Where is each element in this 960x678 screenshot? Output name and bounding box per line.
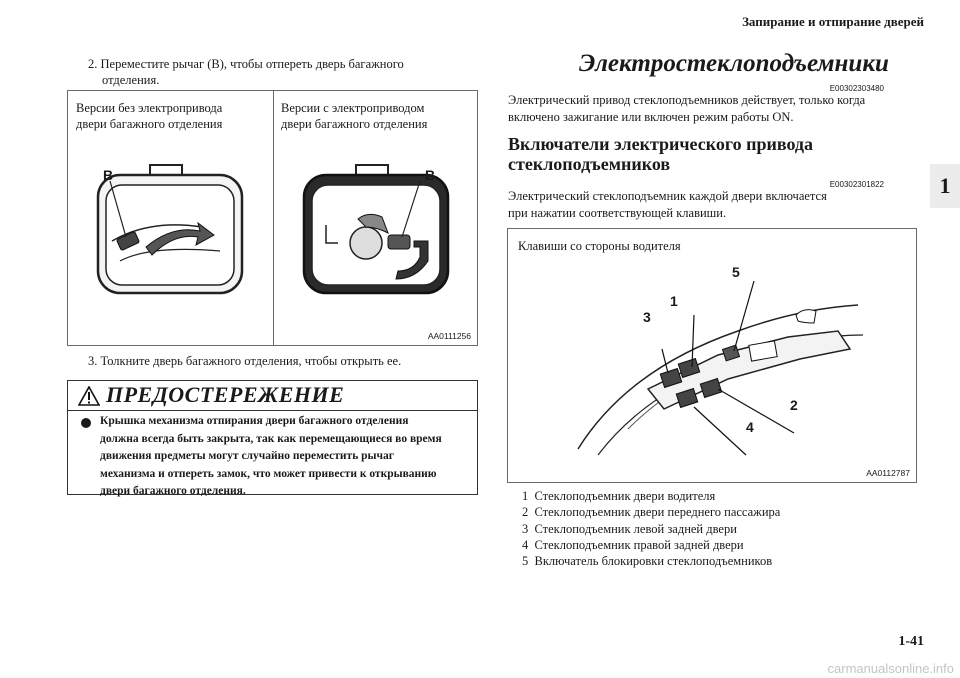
section-code-2: E00302301822 — [829, 180, 884, 189]
figure-window-switches: Клавиши со стороны водителя 5 1 3 2 4 AA… — [507, 228, 917, 483]
step-3-number: 3. — [88, 354, 98, 368]
legend-item: 4 Стеклоподъемник правой задней двери — [522, 537, 744, 552]
label-with-power-door: Версии с электроприводом двери багажного… — [281, 101, 428, 131]
warning-box: ПРЕДОСТЕРЕЖЕНИЕ Крышка механизма отпиран… — [67, 380, 478, 497]
switch-description: Электрический стеклоподъемник каждой две… — [508, 189, 827, 220]
section-header-title: Запирание и отпирание дверей — [742, 14, 924, 29]
page-number: 1-41 — [898, 634, 924, 649]
intro-paragraph: Электрический привод стеклоподъемников д… — [508, 93, 866, 124]
label-without-power-door: Версии без электропривода двери багажног… — [76, 101, 223, 131]
legend-item: 2 Стеклоподъемник двери переднего пассаж… — [522, 505, 781, 520]
step-3-text: Толкните дверь багажного отделения, чтоб… — [100, 354, 402, 368]
figure-caption-driver-side: Клавиши со стороны водителя — [518, 239, 681, 253]
callout-2: 2 — [790, 397, 798, 413]
figure-tailgate-lever: Версии без электропривода двери багажног… — [67, 90, 478, 346]
warning-triangle-icon — [78, 386, 100, 406]
callout-3: 3 — [643, 309, 651, 325]
section-title: Электростеклоподъемники — [579, 50, 889, 77]
subsection-title: Включатели электрического привода стекло… — [508, 134, 814, 174]
step-2-line2: отделения. — [102, 73, 160, 87]
switch-legend-list: 1 Стеклоподъемник двери водителя 2 Стекл… — [522, 488, 780, 569]
watermark[interactable]: carmanualsonline.info — [827, 661, 954, 676]
warning-bullet — [81, 418, 91, 428]
warning-title: ПРЕДОСТЕРЕЖЕНИЕ — [106, 382, 345, 407]
label-b-right: B — [425, 167, 436, 183]
warning-divider — [68, 410, 477, 411]
chapter-tab[interactable]: 1 — [930, 164, 960, 208]
legend-item: 1 Стеклоподъемник двери водителя — [522, 489, 716, 503]
legend-item: 3 Стеклоподъемник левой задней двери — [522, 521, 737, 536]
window-switch-panel-illustration — [577, 280, 864, 456]
warning-text: Крышка механизма отпирания двери багажно… — [100, 415, 442, 497]
callout-1: 1 — [670, 293, 678, 309]
step-3: 3. Толкните дверь багажного отделения, ч… — [88, 353, 401, 369]
label-b-left: B — [103, 167, 114, 183]
step-2: 2. Переместите рычаг (B), чтобы отпереть… — [88, 56, 404, 88]
lever-cover-illustration-power — [302, 164, 450, 295]
section-code-1: E00302303480 — [829, 84, 884, 93]
callout-5: 5 — [732, 264, 740, 280]
callout-4: 4 — [746, 419, 754, 435]
figure-divider — [273, 91, 274, 345]
legend-item: 5 Включатель блокировки стеклоподъемнико… — [522, 554, 773, 569]
step-2-line1: Переместите рычаг (B), чтобы отпереть дв… — [100, 57, 404, 71]
figure-code-2: AA0112787 — [866, 468, 910, 478]
figure-code-1: AA0111256 — [427, 331, 471, 341]
step-2-number: 2. — [88, 57, 98, 71]
lever-cover-illustration-manual — [96, 164, 244, 295]
